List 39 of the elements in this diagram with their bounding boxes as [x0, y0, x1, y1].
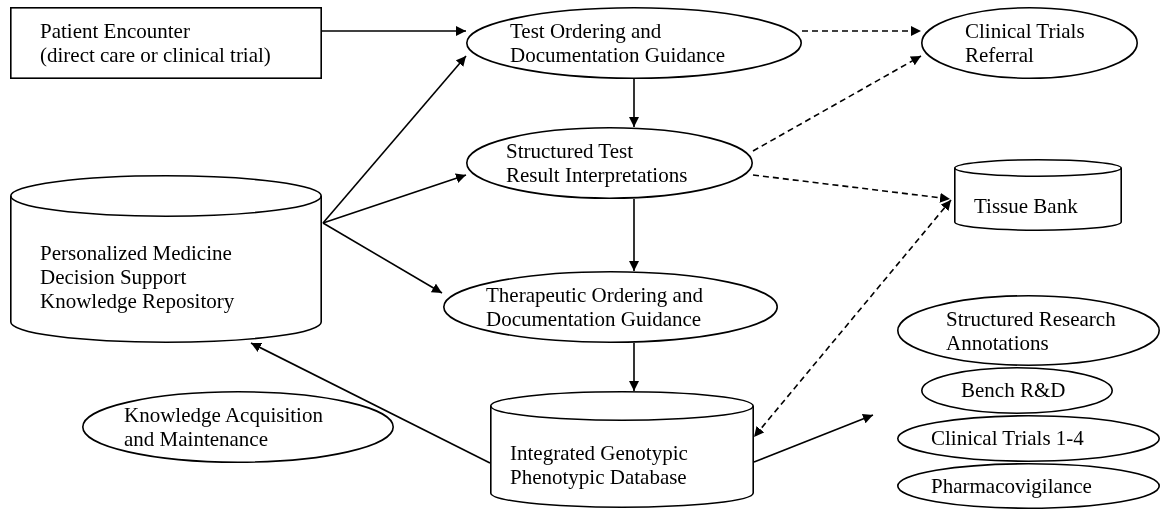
node-text: Knowledge Acquisition and Maintenance: [124, 403, 323, 452]
database-cylinder: [10, 175, 322, 343]
arrow: [629, 78, 639, 128]
node-text: Structured Research Annotations: [946, 307, 1116, 356]
node-text: Clinical Trials 1-4: [931, 426, 1084, 451]
process-ellipse: [921, 7, 1138, 79]
process-ellipse: [921, 367, 1113, 414]
node-text: Integrated Genotypic Phenotypic Database: [510, 441, 688, 490]
node-text: Clinical Trials Referral: [965, 19, 1085, 68]
node-text: Bench R&D: [961, 378, 1066, 403]
database-cylinder: [490, 391, 754, 508]
arrow: [753, 414, 874, 463]
arrow: [250, 342, 491, 464]
arrow: [753, 199, 952, 438]
node-text: Patient Encounter (direct care or clinical trial): [40, 19, 271, 68]
process-ellipse: [897, 415, 1160, 462]
node-text: Personalized Medicine Decision Support Knowledge Repository: [40, 241, 235, 314]
process-box: [10, 7, 322, 79]
node-text: Test Ordering and Documentation Guidance: [510, 19, 726, 68]
arrow: [629, 198, 639, 272]
node-text: Structured Test Result Interpretations: [506, 139, 688, 188]
process-ellipse: [82, 391, 394, 463]
process-ellipse: [897, 463, 1160, 509]
arrow: [322, 55, 467, 224]
database-cylinder: [954, 159, 1122, 231]
arrow: [321, 26, 467, 36]
arrow: [322, 173, 467, 224]
node-text: Therapeutic Ordering and Documentation Guidance: [486, 283, 703, 332]
process-ellipse: [443, 271, 778, 343]
process-ellipse: [897, 295, 1160, 366]
arrow: [322, 222, 443, 294]
node-text: Tissue Bank: [974, 194, 1078, 219]
arrow: [752, 174, 951, 203]
process-ellipse: [466, 7, 802, 79]
arrow: [752, 55, 922, 152]
process-ellipse: [466, 127, 753, 199]
arrow: [629, 342, 639, 392]
arrow: [801, 26, 922, 36]
node-text: Pharmacovigilance: [931, 474, 1092, 499]
